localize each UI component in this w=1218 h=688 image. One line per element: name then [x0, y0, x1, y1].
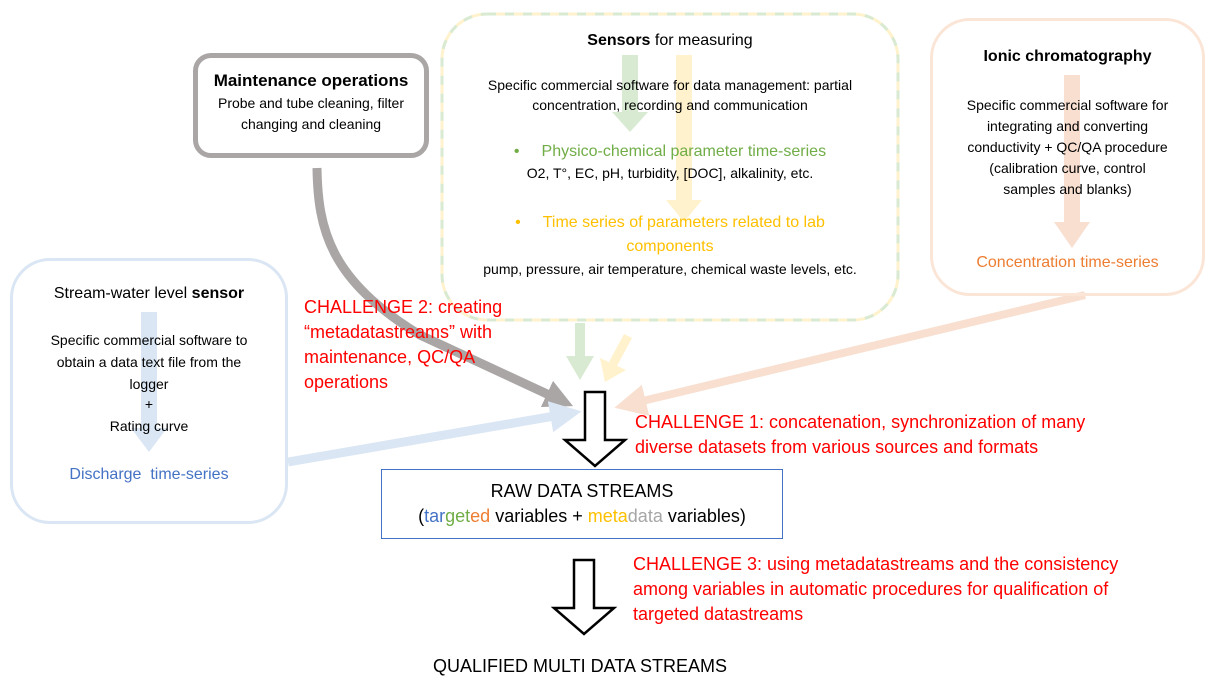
challenge2-text: CHALLENGE 2: creating “metadatastreams” … [304, 295, 502, 395]
sensors-yellow-inner-arrow [666, 55, 702, 222]
raw-subtitle: (targeted variables + metadata variables… [381, 504, 783, 528]
stream-title-rest: Stream-water level [53, 285, 192, 302]
ionic-inner-arrow [1054, 75, 1090, 248]
challenge3-line: among variables in automatic procedures … [633, 579, 1109, 599]
physico-list: O2, T°, EC, pH, turbidity, [DOC], alkali… [526, 165, 814, 181]
raw-tar: tar [424, 506, 446, 526]
physico-bullet: • [513, 143, 520, 160]
lab-title-text: Time series of parameters related to lab [542, 214, 825, 231]
raw-block-arrow [561, 390, 629, 468]
challenge2-line: “metadatastreams” with [304, 322, 493, 342]
raw-data: data [627, 506, 663, 526]
sensors-title-bold: Sensors [587, 32, 651, 49]
raw-meta: meta [587, 506, 628, 526]
stream-title: Stream-water level sensor [10, 283, 288, 305]
discharge-output: Discharge time-series [69, 466, 229, 483]
challenge2-line: maintenance, QC/QA [304, 347, 476, 367]
sensors-box [440, 12, 900, 322]
lab-bullet: • [515, 214, 521, 231]
challenge1-line: CHALLENGE 1: concatenation, synchronizat… [635, 412, 1086, 432]
concentration-arrow [614, 291, 1086, 416]
stream-line: Specific commercial software to [50, 332, 248, 348]
challenge1-line: diverse datasets from various sources an… [635, 437, 1039, 457]
ionic-box [930, 18, 1205, 296]
ionic-title: Ionic chromatography [983, 48, 1152, 65]
stream-inner-arrow [131, 312, 167, 452]
challenge1-text: CHALLENGE 1: concatenation, synchronizat… [635, 410, 1085, 460]
maintenance-arrow [312, 167, 574, 407]
concentration-output: Concentration time-series [976, 254, 1159, 271]
stream-line: + [144, 396, 154, 412]
qualified-block-arrow [550, 558, 618, 636]
stream-line: logger [129, 376, 169, 392]
maintenance-line2: changing and cleaning [240, 116, 382, 132]
challenge3-line: CHALLENGE 3: using metadatastreams and t… [633, 554, 1119, 574]
maintenance-line1: Probe and tube cleaning, filter [217, 95, 404, 111]
ionic-line: samples and blanks) [1003, 181, 1132, 197]
discharge-arrow [287, 401, 582, 467]
challenge3-line: targeted datastreams [633, 604, 804, 624]
lab-title-line2: components [626, 238, 714, 255]
stream-box [10, 258, 288, 524]
qualified-title: QUALIFIED MULTI DATA STREAMS [432, 656, 728, 676]
ionic-line: integrating and converting [986, 118, 1149, 134]
raw-ed: ed [470, 506, 491, 526]
sensors-software-line1: Specific commercial software for data ma… [487, 77, 853, 93]
lab-list: pump, pressure, air temperature, chemica… [483, 261, 857, 277]
raw-data-streams-box [381, 469, 783, 539]
maintenance-title: Maintenance operations [213, 71, 409, 90]
sensors-title-rest: for measuring [650, 32, 753, 49]
stream-line: Rating curve [109, 418, 189, 434]
maintenance-box [193, 53, 429, 158]
physico-title-text: Physico-chemical parameter time-series [541, 143, 827, 160]
sensors-software-line2: concentration, recording and communicati… [532, 97, 808, 113]
raw-open-paren: ( [418, 506, 425, 526]
challenge2-line: operations [304, 372, 389, 392]
sensors-title: Sensors for measuring [440, 30, 900, 52]
raw-variables2: variables) [662, 506, 746, 526]
challenge2-line: CHALLENGE 2: creating [304, 297, 503, 317]
ionic-line: conductivity + QC/QA procedure [967, 139, 1168, 155]
raw-variables1: variables + [490, 506, 588, 526]
ionic-line: (calibration curve, control [989, 160, 1146, 176]
lab-title-line1: • Time series of parameters related to la… [440, 212, 900, 234]
ionic-line: Specific commercial software for [966, 97, 1169, 113]
sensors-yellow-arrow [600, 334, 632, 382]
stream-title-bold: sensor [191, 285, 245, 302]
stream-line: obtain a data text file from the [56, 354, 242, 370]
raw-title: RAW DATA STREAMS [490, 481, 674, 501]
sensors-green-inner-arrow [612, 55, 648, 132]
sensors-green-arrow [566, 323, 594, 380]
raw-get: get [445, 506, 471, 526]
physico-title: • Physico-chemical parameter time-series [440, 141, 900, 163]
challenge3-text: CHALLENGE 3: using metadatastreams and t… [633, 552, 1118, 627]
